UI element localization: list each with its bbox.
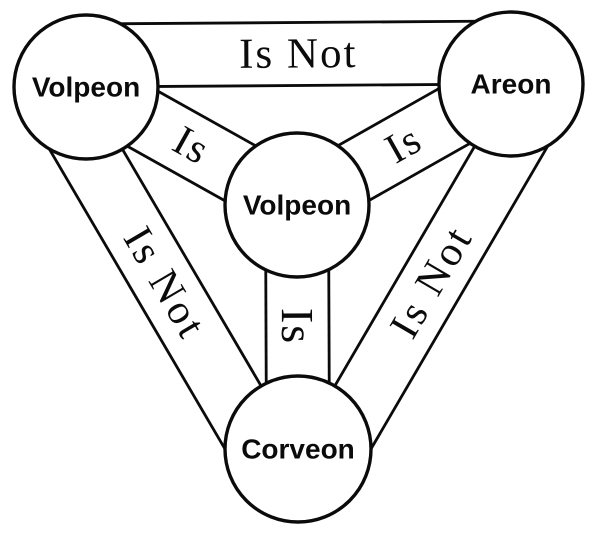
edge-top-left-top-right-label: Is Not — [239, 30, 358, 78]
edge-top-right-bottom-line-2 — [351, 115, 567, 482]
node-top-left-circle — [12, 13, 160, 161]
node-center-label: Volpeon — [243, 190, 351, 221]
edge-center-bottom-label: Is — [272, 308, 323, 345]
node-top-left-label: Volpeon — [32, 72, 140, 103]
node-top-right-label: Areon — [471, 69, 552, 100]
edge-top-right-center-label: Is — [378, 116, 431, 173]
node-bottom-circle — [223, 374, 373, 524]
node-center-circle — [223, 131, 371, 279]
edge-top-left-top-right-line-2 — [85, 19, 511, 26]
edge-top-left-center-label: Is — [165, 118, 217, 175]
edge-top-left-bottom-line-2 — [30, 118, 245, 482]
node-bottom-label: Corveon — [241, 434, 355, 465]
node-top-right-circle — [437, 10, 585, 158]
